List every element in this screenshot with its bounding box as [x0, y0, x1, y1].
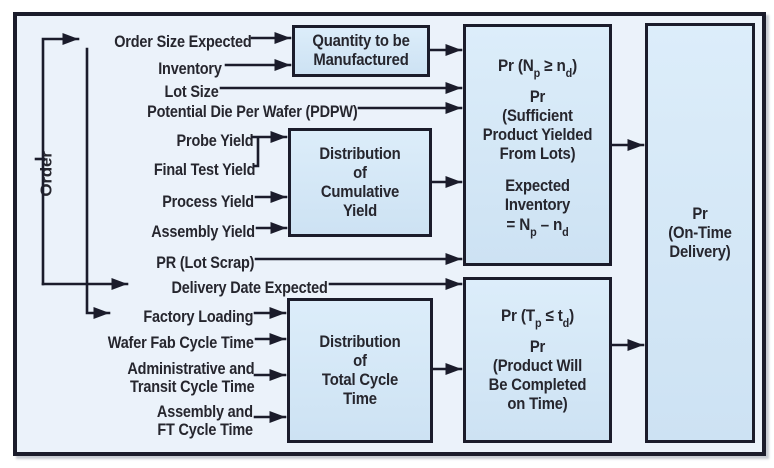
text-product-completed-on-time: Pr (Product Will Be Completed on Time) [488, 338, 587, 413]
text-expected-inventory: Expected Inventory [504, 177, 571, 214]
label-final-test-yield: Final Test Yield [153, 160, 256, 179]
label-factory-loading: Factory Loading [143, 307, 253, 326]
label-wafer-fab-cycle-time: Wafer Fab Cycle Time [108, 333, 254, 352]
label-order-size-expected: Order Size Expected [114, 32, 252, 51]
label-pdpw: Potential Die Per Wafer (PDPW) [146, 102, 358, 121]
box-total-cycle-text: Distribution of Total Cycle Time [319, 332, 401, 408]
box-yield-probability: Pr (Np ≥ nd) Pr (Sufficient Product Yiel… [463, 24, 612, 266]
text-on-time-delivery: Pr (On-Time Delivery) [668, 204, 732, 261]
label-delivery-date-expected: Delivery Date Expected [171, 278, 328, 297]
box-distribution-cumulative-yield: Distribution of Cumulative Yield [288, 128, 432, 237]
box-distribution-total-cycle-time: Distribution of Total Cycle Time [287, 298, 433, 443]
label-assembly-ft-cycle-time: Assembly and FT Cycle Time [157, 402, 253, 439]
label-pr-lot-scrap: PR (Lot Scrap) [156, 253, 254, 272]
label-assembly-yield: Assembly Yield [151, 222, 255, 241]
text-sufficient-product: Pr (Sufficient Product Yielded From Lots… [482, 88, 593, 163]
box-quantity-text: Quantity to be Manufactured [312, 32, 410, 69]
order-rotated-label: Order [38, 151, 56, 197]
formula-np-minus-nd: = Np – nd [506, 215, 569, 240]
label-lot-size: Lot Size [164, 82, 219, 101]
label-probe-yield: Probe Yield [176, 131, 253, 150]
formula-pr-tp-td: Pr (Tp ≤ td) [500, 306, 575, 331]
box-cumulative-yield-text: Distribution of Cumulative Yield [319, 144, 401, 220]
formula-pr-np-nd: Pr (Np ≥ nd) [498, 56, 577, 81]
box-quantity-to-be-manufactured: Quantity to be Manufactured [292, 25, 430, 77]
label-admin-transit-cycle-time: Administrative and Transit Cycle Time [126, 359, 254, 396]
box-on-time-delivery: Pr (On-Time Delivery) [645, 23, 755, 443]
box-time-probability: Pr (Tp ≤ td) Pr (Product Will Be Complet… [463, 277, 612, 443]
label-process-yield: Process Yield [162, 192, 254, 211]
label-inventory: Inventory [158, 59, 222, 78]
